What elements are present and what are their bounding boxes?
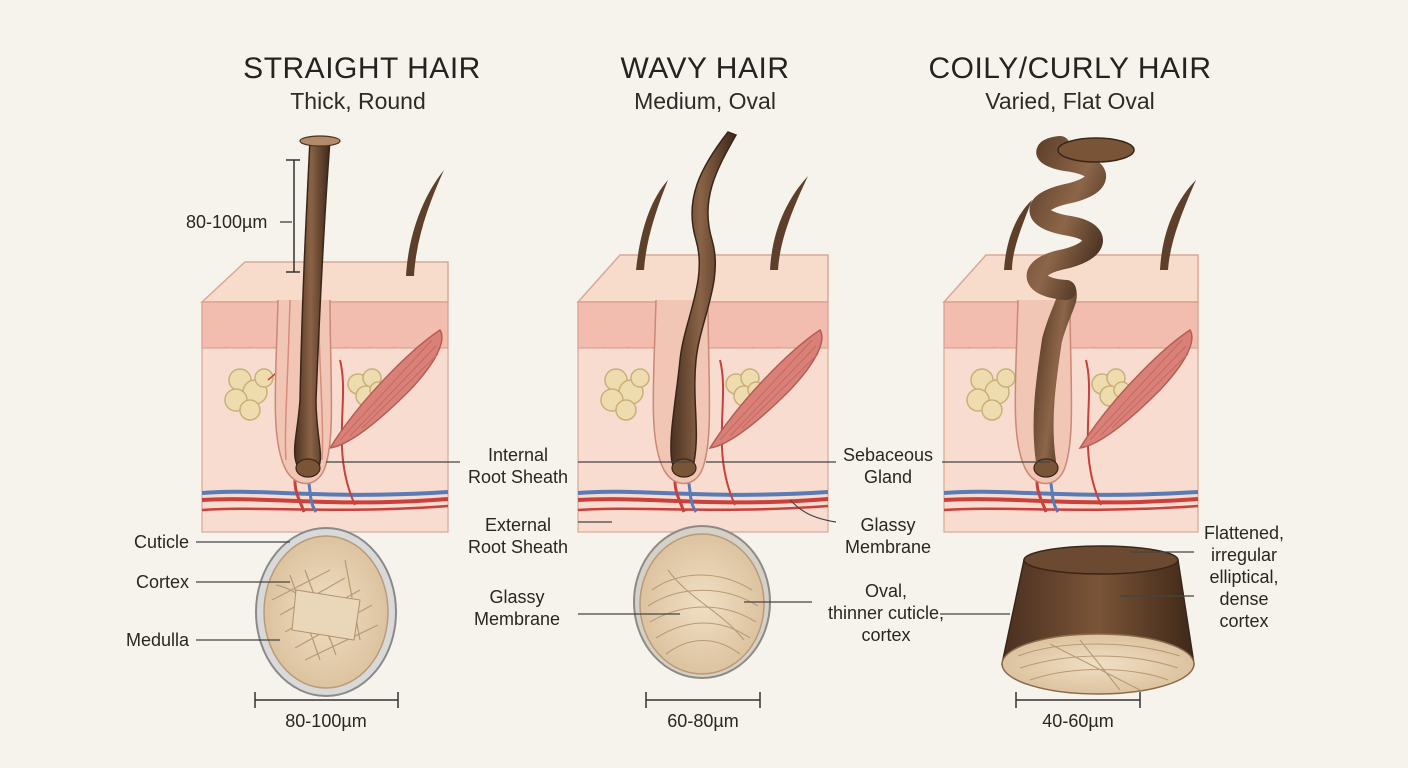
straight-diameter-label: 80-100µm bbox=[285, 711, 367, 731]
external-root-sheath-label-2: Root Sheath bbox=[467, 537, 569, 557]
coily-cross-section bbox=[1001, 545, 1195, 695]
panel-straight-skin bbox=[200, 261, 449, 533]
cuticle-label: Cuticle bbox=[133, 532, 189, 552]
straight-cross-section bbox=[255, 527, 397, 697]
oval-note-label-1: Oval, bbox=[864, 581, 908, 601]
oval-note-label-2: thinner cuticle, bbox=[827, 603, 945, 623]
flattened-note-label-5: cortex bbox=[1219, 611, 1269, 631]
flattened-note-label-1: Flattened, bbox=[1203, 523, 1285, 543]
glassy-membrane-label-left-2: Membrane bbox=[473, 609, 561, 629]
glassy-membrane-label-right-1: Glassy bbox=[860, 515, 916, 535]
straight-hair-subtitle: Thick, Round bbox=[290, 88, 426, 114]
cortex-label: Cortex bbox=[135, 572, 189, 592]
straight-small-hair bbox=[406, 170, 444, 276]
sebaceous-gland-label-2: Gland bbox=[863, 467, 913, 487]
coily-hair-shaft bbox=[1026, 136, 1135, 478]
coily-hair-title: COILY/CURLY HAIR bbox=[928, 52, 1212, 85]
external-root-sheath-label-1: External bbox=[484, 515, 552, 535]
glassy-membrane-label-left-1: Glassy bbox=[489, 587, 545, 607]
internal-root-sheath-label-2: Root Sheath bbox=[467, 467, 569, 487]
straight-shaft-width-label: 80-100µm bbox=[186, 212, 268, 232]
coily-small-hair-right bbox=[1160, 180, 1196, 270]
flattened-note-label-4: dense bbox=[1219, 589, 1269, 609]
straight-hair-title: STRAIGHT HAIR bbox=[243, 52, 481, 85]
flattened-note-label-3: elliptical, bbox=[1209, 567, 1279, 587]
oval-note-label-3: cortex bbox=[861, 625, 911, 645]
coily-diameter-label: 40-60µm bbox=[1042, 711, 1114, 731]
wavy-hair-subtitle: Medium, Oval bbox=[634, 88, 776, 114]
wavy-small-hair-right bbox=[770, 176, 808, 270]
medulla-label: Medulla bbox=[125, 630, 189, 650]
sebaceous-gland-label-1: Sebaceous bbox=[842, 445, 934, 465]
flattened-note-label-2: irregular bbox=[1210, 545, 1278, 565]
glassy-membrane-label-right-2: Membrane bbox=[844, 537, 932, 557]
wavy-cross-section bbox=[633, 525, 771, 679]
wavy-hair-title: WAVY HAIR bbox=[620, 52, 790, 85]
coily-small-hair-left bbox=[1004, 200, 1032, 270]
wavy-small-hair-left bbox=[636, 180, 668, 270]
internal-root-sheath-label-1: Internal bbox=[487, 445, 549, 465]
wavy-diameter-label: 60-80µm bbox=[667, 711, 739, 731]
coily-hair-subtitle: Varied, Flat Oval bbox=[985, 88, 1155, 114]
